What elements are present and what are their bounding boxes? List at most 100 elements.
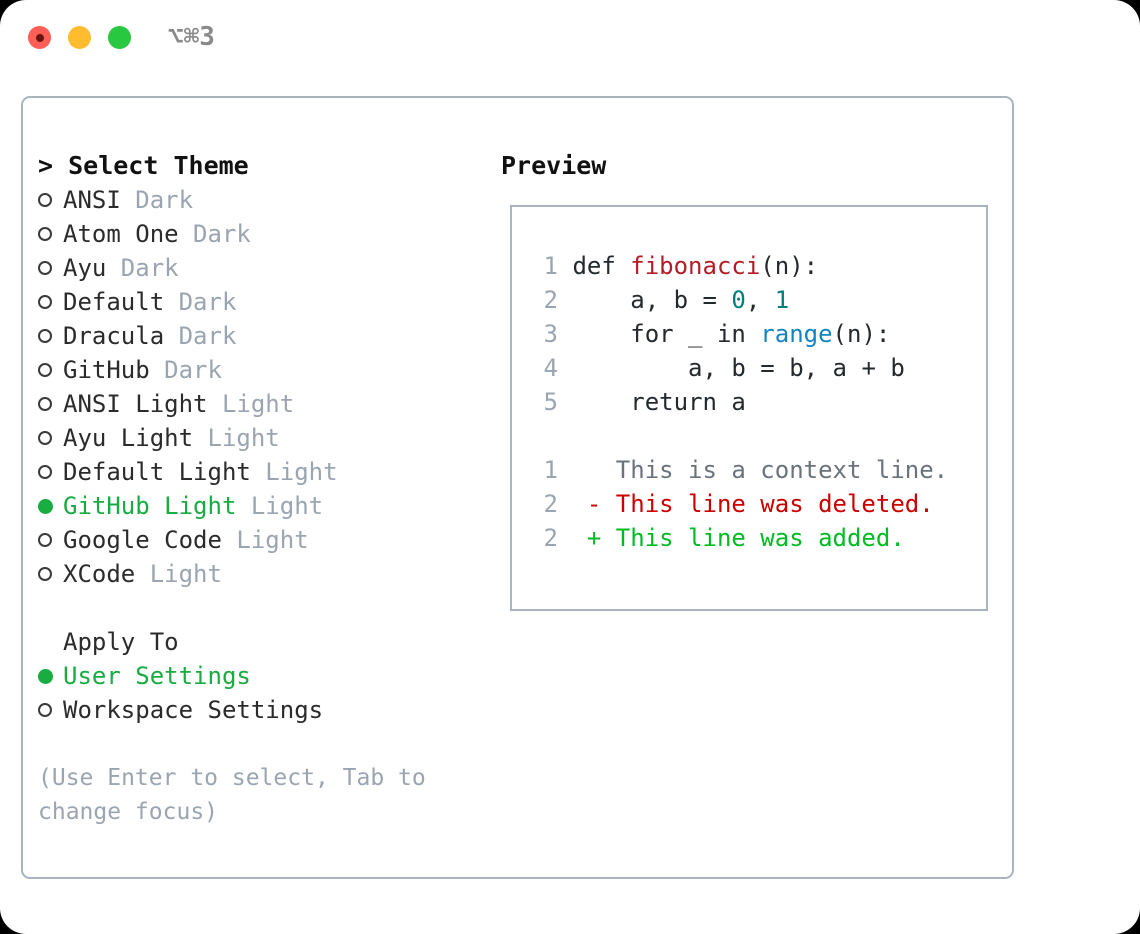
theme-name: Ayu <box>63 254 107 282</box>
radio-dot <box>38 193 52 207</box>
theme-option-5[interactable]: GitHub Dark <box>38 353 488 387</box>
diff-line-0: 1 This is a context line. <box>532 453 949 487</box>
line-number: 2 <box>543 490 558 518</box>
theme-name: Default Light <box>63 458 251 486</box>
radio-dot <box>38 295 52 309</box>
code-token-num: 0 <box>731 286 746 314</box>
radio-dot <box>38 703 52 717</box>
radio-dot <box>38 465 52 479</box>
apply-to-name: Workspace Settings <box>63 696 324 724</box>
apply-to-name: User Settings <box>63 662 251 690</box>
radio-empty-icon <box>38 329 63 343</box>
radio-dot <box>38 227 52 241</box>
code-gap <box>558 286 572 314</box>
theme-variant-label: Light <box>236 492 324 520</box>
window-controls <box>28 26 131 49</box>
maximize-window-button[interactable] <box>108 26 131 49</box>
diff-text-ctx: This is a context line. <box>558 456 949 484</box>
radio-empty-icon <box>38 465 63 479</box>
theme-name: GitHub Light <box>63 492 237 520</box>
theme-option-7[interactable]: Ayu Light Light <box>38 421 488 455</box>
theme-variant-label: Dark <box>164 288 237 316</box>
line-number: 2 <box>543 286 558 314</box>
radio-dot <box>38 567 52 581</box>
theme-variant-label: Light <box>250 458 338 486</box>
theme-option-10[interactable]: Google Code Light <box>38 523 488 557</box>
radio-dot <box>38 533 52 547</box>
radio-empty-icon <box>38 397 63 411</box>
theme-variant-label: Light <box>207 390 295 418</box>
diff-text-del: - This line was deleted. <box>558 490 934 518</box>
code-token-plain: return a <box>572 388 746 416</box>
line-number: 4 <box>543 354 558 382</box>
theme-option-11[interactable]: XCode Light <box>38 557 488 591</box>
theme-name: Ayu Light <box>63 424 194 452</box>
theme-name: Atom One <box>63 220 179 248</box>
theme-option-1[interactable]: Atom One Dark <box>38 217 488 251</box>
preview-pane: Preview 1 def fibonacci(n):2 a, b = 0, 1… <box>501 149 1001 611</box>
line-number: 5 <box>543 388 558 416</box>
diff-line-2: 2 + This line was added. <box>532 521 948 555</box>
theme-option-0[interactable]: ANSI Dark <box>38 183 488 217</box>
code-token-plain: a, b = <box>572 286 732 314</box>
radio-selected-icon <box>38 498 63 514</box>
code-gap <box>558 354 572 382</box>
radio-dot <box>38 431 52 445</box>
radio-dot <box>38 397 52 411</box>
theme-option-2[interactable]: Ayu Dark <box>38 251 488 285</box>
preview-heading: Preview <box>501 151 607 180</box>
code-token-plain: , <box>745 286 775 314</box>
line-number: 1 <box>543 456 558 484</box>
theme-option-4[interactable]: Dracula Dark <box>38 319 488 353</box>
theme-name: Default <box>63 288 165 316</box>
radio-empty-icon <box>38 295 63 309</box>
theme-variant-label: Light <box>221 526 309 554</box>
line-number: 1 <box>543 252 558 280</box>
apply-to-heading: Apply To <box>63 628 179 656</box>
line-number: 3 <box>543 320 558 348</box>
title-bar: ⌥⌘3 <box>0 0 1140 78</box>
theme-variant-label: Light <box>135 560 222 588</box>
radio-empty-icon <box>38 363 63 377</box>
theme-option-3[interactable]: Default Dark <box>38 285 488 319</box>
apply-to-option-1[interactable]: Workspace Settings <box>38 693 488 727</box>
theme-name: GitHub <box>63 356 150 384</box>
code-line-0: 1 def fibonacci(n): <box>532 249 948 283</box>
minimize-window-button[interactable] <box>68 26 91 49</box>
theme-name: ANSI Light <box>63 390 208 418</box>
apply-to-option-0[interactable]: User Settings <box>38 659 488 693</box>
theme-variant-label: Dark <box>120 186 194 214</box>
code-line-1: 2 a, b = 0, 1 <box>532 283 948 317</box>
keyboard-hint-text: (Use Enter to select, Tab to change focu… <box>38 765 440 825</box>
radio-dot <box>38 668 53 684</box>
radio-dot <box>38 498 53 514</box>
code-token-fn: fibonacci <box>630 252 761 280</box>
theme-variant-label: Light <box>193 424 280 452</box>
code-gap <box>558 320 572 348</box>
diff-line-1: 2 - This line was deleted. <box>532 487 948 521</box>
theme-option-6[interactable]: ANSI Light Light <box>38 387 488 421</box>
theme-variant-label: Dark <box>178 220 251 248</box>
theme-option-9[interactable]: GitHub Light Light <box>38 489 488 523</box>
code-blank-line <box>532 419 948 453</box>
keyboard-shortcut-label: ⌥⌘3 <box>168 22 215 52</box>
theme-option-8[interactable]: Default Light Light <box>38 455 488 489</box>
code-token-plain: for _ in <box>572 320 761 348</box>
radio-dot <box>38 329 52 343</box>
theme-variant-label: Dark <box>106 254 179 282</box>
theme-variant-label: Dark <box>149 356 222 384</box>
code-token-call: range <box>760 320 833 348</box>
diff-text-add: + This line was added. <box>558 524 905 552</box>
code-token-plain: (n): <box>760 252 819 280</box>
code-gap <box>558 388 572 416</box>
close-window-button[interactable] <box>28 26 51 49</box>
radio-dot <box>38 261 52 275</box>
code-gap <box>558 252 572 280</box>
code-token-plain: a, b = b, a + b <box>572 354 905 382</box>
